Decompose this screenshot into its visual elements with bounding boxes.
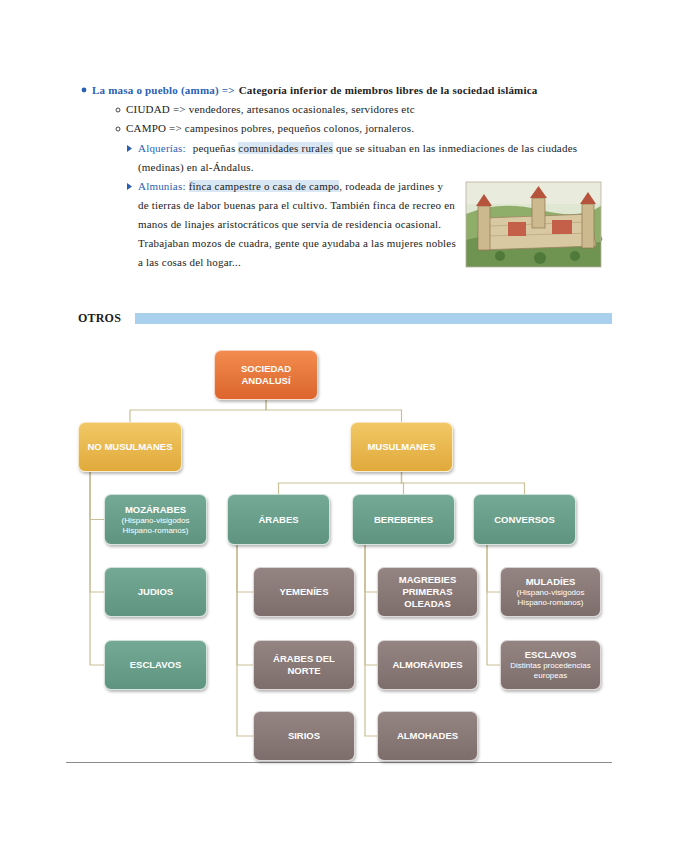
node-title: ALMORÁVIDES [392,659,462,671]
node-title: YEMENÍES [279,586,328,598]
body-text: finca campestre o casa de campo [189,180,340,192]
tree-connector [237,545,253,736]
tree-connector [487,545,500,592]
subgroup-box: SIRIOS [253,711,355,761]
bullet-triangle [127,183,132,190]
node-note: Distintas procedencias europeas [506,661,595,681]
group-box: JUDIOS [104,567,207,617]
subgroup-box: ÁRABES DEL NORTE [253,640,355,690]
tree-connector [90,472,104,592]
bullet-triangle [127,145,132,152]
node-title: ALMOHADES [397,730,458,742]
body-text: Alquerías: [138,142,186,154]
body-text: CAMPO => campesinos pobres, pequeños col… [126,122,414,134]
body-text: Categoría inferior de miembros libres de… [239,84,538,96]
group-box: BEREBERES [352,494,455,545]
tree-connector [487,545,500,665]
subgroup-box: MAGREBIES PRIMERAS OLEADAS [377,567,478,617]
node-title: ÁRABES DEL NORTE [259,653,349,677]
body-text: , rodeada de jardines y de tierras de la… [138,180,456,268]
bullet-dot [82,88,87,93]
subgroup-box: ALMOHADES [377,711,478,761]
tree-connector [90,472,104,665]
body-text: CIUDAD => vendedores, artesanos ocasiona… [126,103,415,115]
text-paragraph: Almunias:finca campestre o casa de campo… [138,177,456,272]
node-title: ÁRABES [258,514,298,526]
node-title: ESCLAVOS [525,649,577,661]
node-title: MULADÍES [526,576,576,588]
node-title: MAGREBIES PRIMERAS OLEADAS [383,574,472,610]
subgroup-box: ESCLAVOSDistintas procedencias europeas [500,640,601,690]
body-text: pequeñas [193,142,236,154]
subgroup-box: YEMENÍES [253,567,355,617]
group-box: ESCLAVOS [104,640,207,690]
tree-connector [365,545,377,592]
subgroup-box: MULADÍES(Hispano-visigodos Hispano-roman… [500,567,601,617]
text-paragraph: CIUDAD => vendedores, artesanos ocasiona… [126,100,646,119]
section-heading: OTROS [78,311,121,325]
node-title: NO MUSULMANES [88,441,173,453]
group-box: CONVERSOS [473,494,576,545]
node-note: (Hispano-visigodos Hispano-romanos) [506,588,595,608]
node-title: SIRIOS [288,730,320,742]
node-title: MUSULMANES [367,441,435,453]
text-paragraph: Alquerías:pequeñascomunidades ruralesque… [138,139,596,177]
bottom-rule [66,762,612,763]
subgroup-box: ALMORÁVIDES [377,640,478,690]
node-title: MOZÁRABES [125,504,186,516]
node-title: CONVERSOS [494,514,555,526]
body-text: Almunias: [138,180,186,192]
node-note: (Hispano-visigodos Hispano-romanos) [110,516,201,536]
tree-connector [237,545,253,592]
tree-connector [237,545,253,665]
body-text: La masa o pueblo (amma) => [92,84,235,96]
text-paragraph: CAMPO => campesinos pobres, pequeños col… [126,119,646,138]
body-text: comunidades rurales [238,142,333,154]
category-box: NO MUSULMANES [78,422,182,472]
node-title: JUDIOS [138,586,173,598]
tree-connector [90,472,104,520]
tree-connector [266,400,402,422]
text-paragraph: La masa o pueblo (amma) => Categoría infe… [92,81,652,100]
node-title: ESCLAVOS [130,659,182,671]
tree-connector [402,472,525,494]
almunia-illustration [466,182,602,267]
bullet-circle [116,108,120,112]
section-bar [135,313,612,324]
category-box: MUSULMANES [350,422,453,472]
root-box: SOCIEDAD ANDALUSÍ [214,350,318,400]
tree-connector [365,545,377,665]
group-box: ÁRABES [227,494,330,545]
text-paragraph: OTROS [78,309,138,327]
bullet-circle [116,127,120,131]
tree-connector [365,545,377,736]
tree-connector [130,400,266,422]
node-title: BEREBERES [374,514,433,526]
tree-connector [279,472,402,494]
group-box: MOZÁRABES(Hispano-visigodos Hispano-roma… [104,494,207,545]
node-title: SOCIEDAD ANDALUSÍ [220,363,312,387]
